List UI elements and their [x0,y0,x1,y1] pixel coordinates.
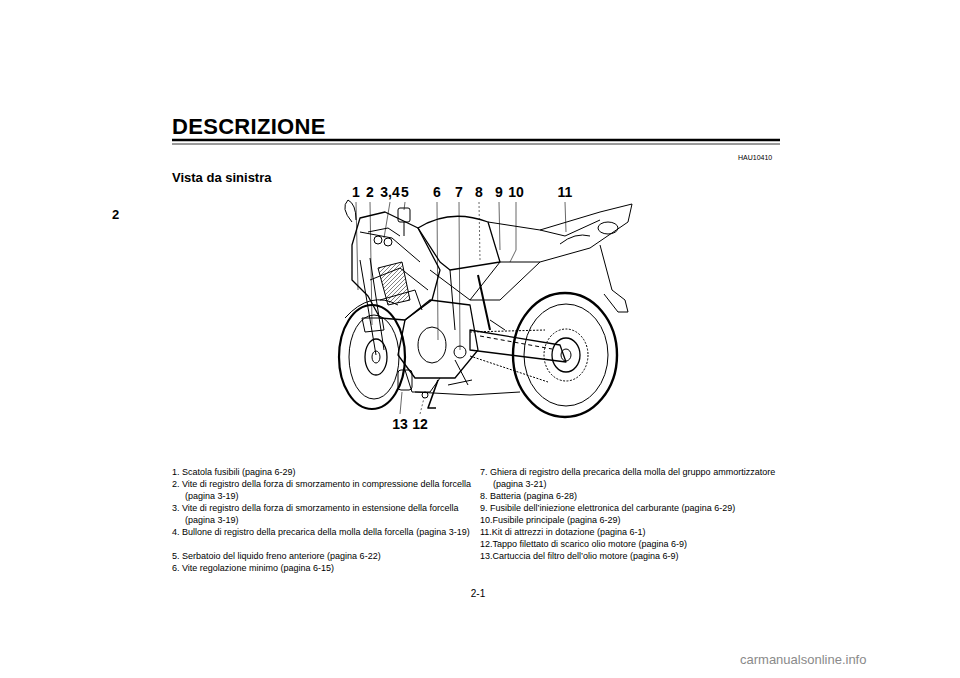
page-number: 2-1 [471,588,485,600]
legend-item: 9. Fusibile dell’iniezione elettronica d… [480,502,803,514]
legend-item: 13.Cartuccia del filtro dell’olio motore… [480,550,793,562]
motorcycle [339,200,632,417]
section-heading: Vista da sinistra [172,170,271,186]
callout-number: 5 [400,184,410,201]
legend-item: 3. Vite di registro della forza di smorz… [172,502,483,526]
leader-lines [356,202,566,414]
callout-number: 13 [391,416,409,433]
callout-number: 10 [507,184,525,201]
legend-item: 4. Bullone di registro della precarica d… [172,526,483,538]
legend-item: 8. Batteria (pagina 6-28) [480,490,793,502]
callout-number: 7 [454,184,464,201]
page-title: DESCRIZIONE [172,114,326,140]
callout-number: 8 [474,184,484,201]
legend-item: 1. Scatola fusibili (pagina 6-29) [172,466,483,478]
callout-number: 11 [557,184,574,201]
legend-item: 11.Kit di attrezzi in dotazione (pagina … [480,526,793,538]
callout-number: 3,4 [379,184,400,201]
title-rule [172,144,780,145]
chapter-tab [108,200,130,230]
chapter-number: 2 [112,207,119,223]
callout-number: 2 [365,184,375,201]
callout-number: 12 [411,416,429,433]
legend-item: 12.Tappo filettato di scarico olio motor… [480,538,793,550]
watermark: carmanualsonline.info [740,652,866,668]
legend-item: 10.Fusibile principale (pagina 6-29) [480,514,793,526]
legend-item: 6. Vite regolazione minimo (pagina 6-15) [172,562,483,574]
callout-number: 9 [494,184,504,201]
title-rule [172,139,780,142]
legend-item: 7. Ghiera di registro della precarica de… [480,466,793,490]
document-code: HAU10410 [738,154,772,162]
legend-item: 5. Serbatoio del liquido freno anteriore… [172,550,483,562]
callout-number: 1 [351,184,361,201]
callout-number: 6 [432,184,442,201]
legend-item: 2. Vite di registro della forza di smorz… [172,478,483,502]
